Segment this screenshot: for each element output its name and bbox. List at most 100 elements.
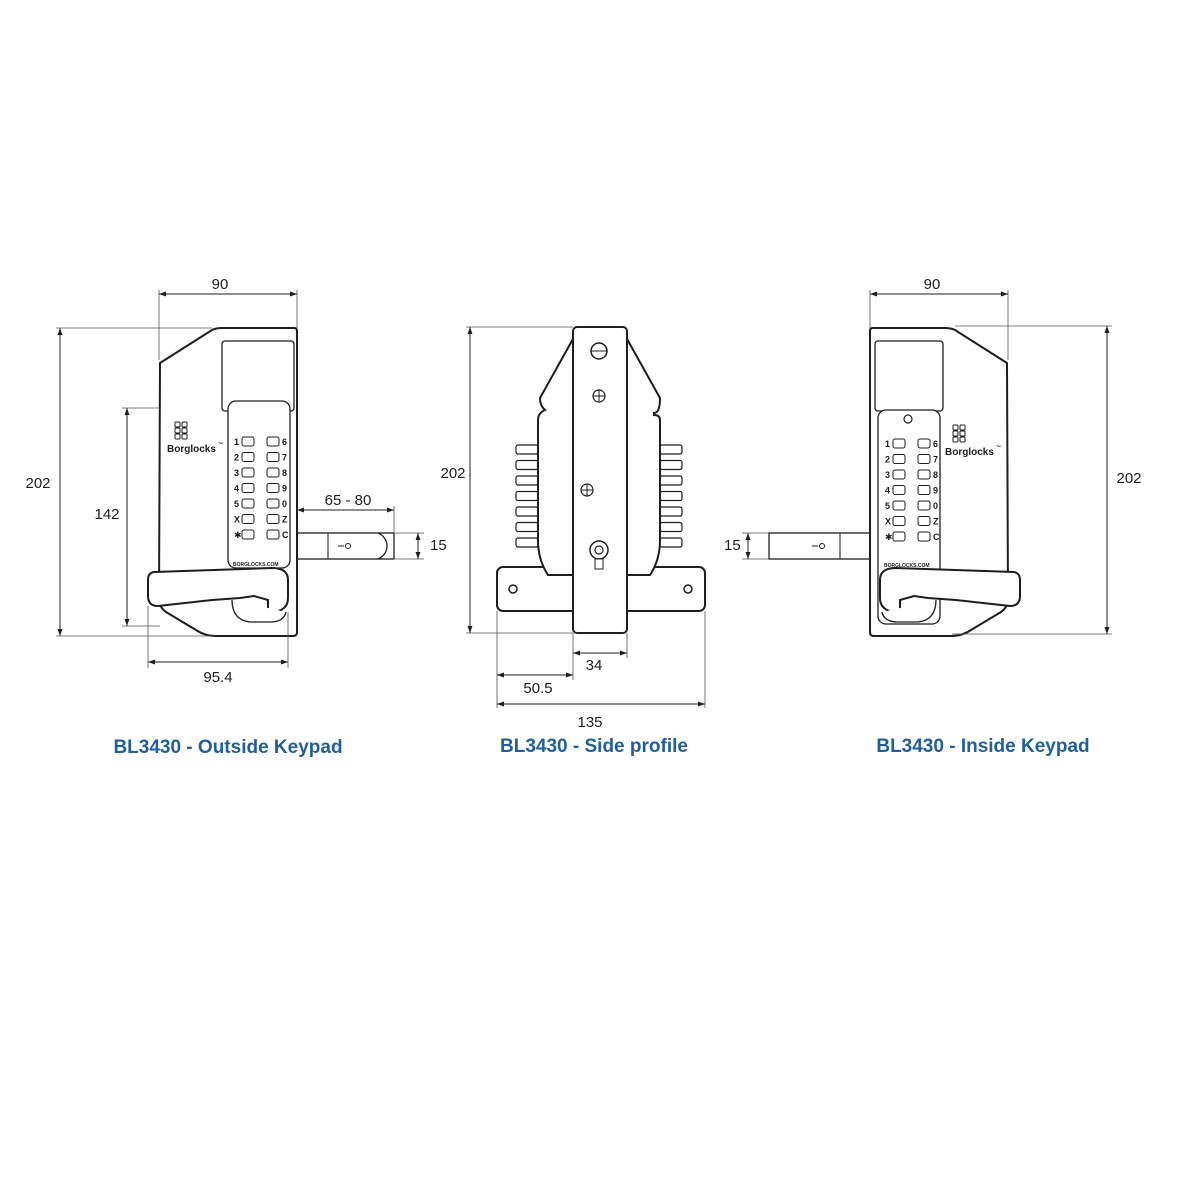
spindle	[291, 532, 395, 560]
keypad-button	[917, 469, 931, 480]
height-label: 202	[25, 475, 50, 492]
keypad-button	[241, 514, 255, 524]
lever-handle	[147, 566, 289, 613]
keypad-button	[266, 514, 280, 524]
rib-left	[515, 506, 539, 517]
keypad-button	[917, 454, 931, 464]
depth-505-label: 50.5	[523, 680, 552, 697]
key-label-right: 0	[933, 501, 938, 511]
lever-width-label: 95.4	[203, 669, 232, 686]
key-label-left: 2	[885, 455, 890, 465]
side-profile-view: 202 34 50.5 135 BL3430 - Side profile	[440, 326, 706, 757]
keypad-button	[917, 531, 931, 542]
rib-left	[515, 459, 539, 471]
key-label-left: 3	[234, 468, 239, 478]
depth-34-label: 34	[586, 657, 603, 674]
outside-caption: BL3430 - Outside Keypad	[113, 737, 342, 758]
logo-mark-icon	[952, 424, 966, 443]
rib-right	[659, 459, 683, 471]
key-label-left: X	[885, 517, 891, 527]
brand-mark: ™	[218, 442, 223, 448]
keypad-button	[892, 500, 906, 511]
keypad-button	[241, 467, 255, 478]
key-label-left: 5	[885, 501, 890, 511]
rib-right	[659, 537, 683, 548]
brand-name: Borglocks	[945, 447, 994, 458]
width-label: 90	[212, 276, 229, 293]
keypad-button	[241, 483, 255, 493]
key-label-right: 8	[933, 470, 938, 480]
spindle-length-label: 65 - 80	[325, 492, 372, 509]
keypad-button	[892, 469, 906, 480]
key-label-right: C	[282, 530, 289, 540]
keypad-button	[266, 452, 280, 462]
keypad-height-label: 142	[94, 506, 119, 523]
borglocks-logo: Borglocks ™	[945, 424, 1001, 458]
side-ribs	[515, 444, 683, 548]
width-label: 90	[924, 276, 941, 293]
key-label-left: ✱	[234, 530, 242, 540]
keypad-button	[266, 498, 280, 509]
center-plate	[572, 326, 628, 634]
keypad-button	[241, 529, 255, 540]
rib-right	[659, 506, 683, 517]
rib-right	[659, 444, 683, 455]
key-label-left: 1	[885, 439, 890, 449]
rib-left	[515, 490, 539, 502]
keypad-button	[917, 516, 931, 526]
spindle-height-label: 15	[724, 537, 741, 554]
rib-right	[659, 490, 683, 502]
keypad-button	[892, 438, 906, 449]
keypad-button	[892, 516, 906, 526]
top-window	[874, 340, 944, 412]
brand-name: Borglocks	[167, 444, 216, 455]
keypad-button	[266, 436, 280, 447]
inside-dimensions: 90 202 15	[724, 276, 1142, 635]
key-label-right: 8	[282, 468, 287, 478]
keypad-button	[266, 483, 280, 493]
key-label-left: 5	[234, 499, 239, 509]
logo-mark-icon	[174, 421, 188, 440]
side-caption: BL3430 - Side profile	[500, 736, 688, 757]
key-label-left: 3	[885, 470, 890, 480]
key-label-right: Z	[933, 517, 939, 527]
rib-right	[659, 521, 683, 533]
key-label-left: 4	[234, 484, 239, 494]
keypad-button	[266, 529, 280, 540]
key-label-right: 9	[933, 486, 938, 496]
keypad-button	[892, 531, 906, 542]
keypad-button	[892, 485, 906, 495]
key-label-right: 7	[933, 455, 938, 465]
rib-left	[515, 521, 539, 533]
spindle-height-label: 15	[430, 537, 447, 554]
key-label-right: 6	[282, 437, 287, 447]
key-label-right: 0	[282, 499, 287, 509]
key-label-left: 2	[234, 453, 239, 463]
key-label-left: X	[234, 515, 240, 525]
lever-handle	[879, 566, 1021, 613]
borglocks-logo: Borglocks ™	[167, 421, 223, 455]
keypad-button	[892, 454, 906, 464]
screw-icon	[903, 414, 913, 424]
keypad-button	[241, 452, 255, 462]
web-label: BORGLOCKS.COM	[233, 562, 279, 568]
key-label-right: Z	[282, 515, 288, 525]
height-label: 202	[1116, 470, 1141, 487]
keypad-button	[266, 467, 280, 478]
inside-caption: BL3430 - Inside Keypad	[876, 736, 1089, 757]
depth-135-label: 135	[577, 714, 602, 731]
side-dimensions: 202 34 50.5 135	[440, 326, 706, 731]
key-label-left: 4	[885, 486, 890, 496]
rib-left	[515, 537, 539, 548]
keypad-button	[917, 438, 931, 449]
rib-right	[659, 475, 683, 486]
side-height-label: 202	[440, 465, 465, 482]
key-label-right: 7	[282, 453, 287, 463]
key-label-right: 6	[933, 439, 938, 449]
key-label-right: C	[933, 532, 940, 542]
rib-left	[515, 444, 539, 455]
